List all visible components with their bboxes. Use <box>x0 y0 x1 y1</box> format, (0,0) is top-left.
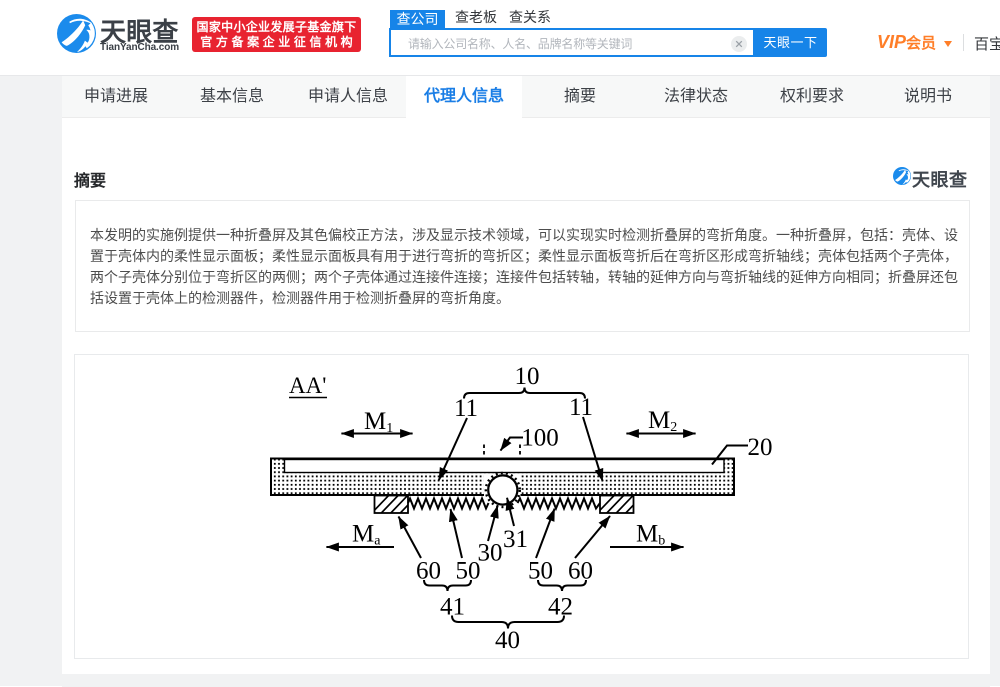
svg-text:31: 31 <box>503 526 528 553</box>
svg-text:11: 11 <box>454 395 478 422</box>
svg-text:30: 30 <box>478 540 503 567</box>
svg-text:40: 40 <box>495 627 520 654</box>
svg-text:M2: M2 <box>648 407 677 435</box>
svg-text:60: 60 <box>416 558 441 585</box>
svg-text:42: 42 <box>548 594 573 621</box>
svg-text:M1: M1 <box>364 408 393 436</box>
svg-text:50: 50 <box>528 558 553 585</box>
svg-text:Mb: Mb <box>636 521 665 549</box>
svg-text:50: 50 <box>456 558 481 585</box>
svg-text:60: 60 <box>568 558 593 585</box>
svg-text:100: 100 <box>521 425 559 452</box>
svg-text:AA': AA' <box>289 373 326 398</box>
svg-text:41: 41 <box>440 594 465 621</box>
svg-text:11: 11 <box>569 394 593 421</box>
svg-text:10: 10 <box>515 363 540 390</box>
svg-text:Ma: Ma <box>352 521 381 549</box>
svg-text:20: 20 <box>748 434 773 461</box>
